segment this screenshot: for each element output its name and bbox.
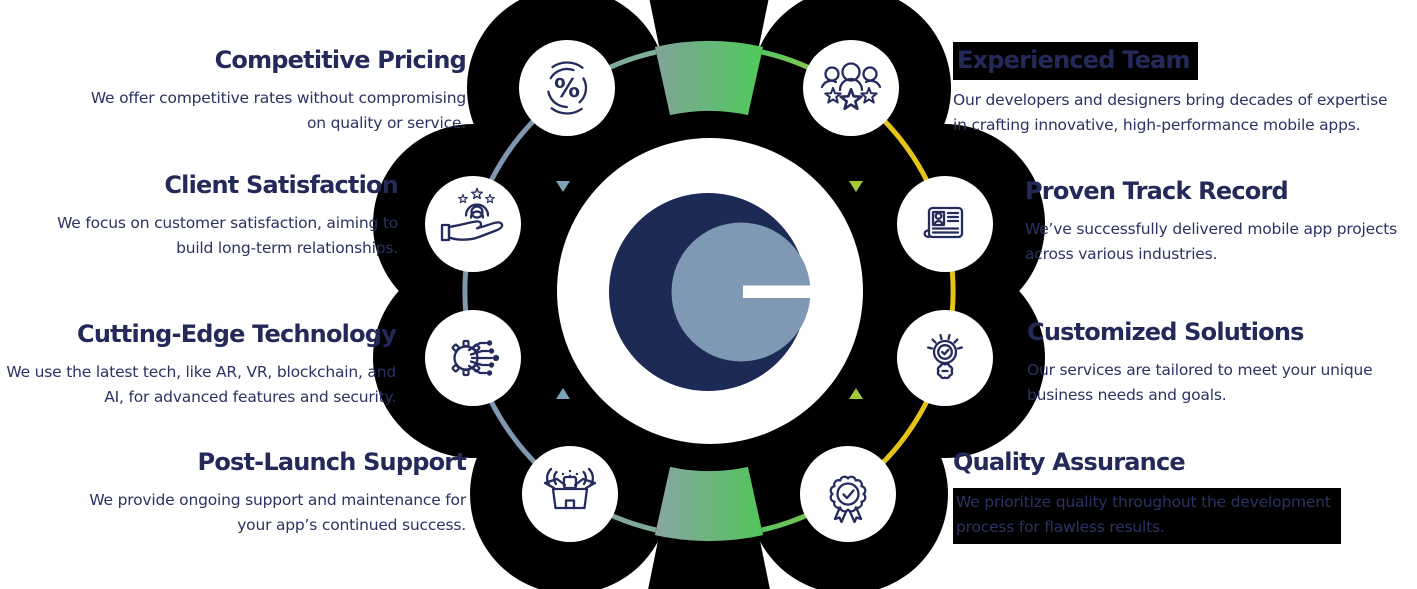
feature-title: Competitive Pricing	[214, 46, 467, 74]
gear-circuit-icon	[451, 339, 500, 377]
feature-desc-line: in crafting innovative, high-performance…	[953, 115, 1361, 134]
feature-desc-line: AI, for advanced features and security.	[104, 387, 396, 406]
feature-title: Customized Solutions	[1027, 318, 1304, 346]
feature-desc-line: We use the latest tech, like AR, VR, blo…	[6, 363, 396, 381]
feature-title: Post-Launch Support	[197, 448, 467, 476]
crescent-gauge-logo	[557, 138, 863, 444]
ring-band-top	[654, 40, 764, 116]
team-stars-icon	[820, 62, 882, 111]
feature-title: Client Satisfaction	[164, 171, 398, 199]
feature-desc-line: across various industries.	[1025, 244, 1218, 263]
feature-desc-line: We provide ongoing support and maintenan…	[89, 491, 466, 509]
award-badge-icon	[829, 475, 867, 524]
bulb-gear-icon	[926, 333, 964, 380]
feature-desc-line: build long-term relationships.	[176, 238, 398, 257]
launch-box-icon	[543, 467, 597, 510]
feature-desc-line: process for flawless results.	[956, 517, 1165, 536]
decor-triangles	[556, 181, 863, 399]
feature-desc-line: Our developers and designers bring decad…	[953, 91, 1388, 109]
feature-desc-line: your app’s continued success.	[237, 515, 466, 534]
feature-proven-track-record: Proven Track Record We’ve successfully d…	[1025, 173, 1417, 266]
feature-desc-line: We prioritize quality throughout the dev…	[956, 493, 1331, 511]
percent-target-icon: %	[540, 61, 594, 115]
scroll-profile-icon	[923, 206, 964, 239]
feature-competitive-pricing: Competitive Pricing We offer competitive…	[0, 42, 467, 135]
feature-customized-solutions: Customized Solutions Our services are ta…	[1027, 314, 1417, 407]
feature-experienced-team: Experienced Team Our developers and desi…	[953, 42, 1417, 137]
feature-client-satisfaction: Client Satisfaction We focus on customer…	[0, 167, 399, 260]
triangle-down-lime	[849, 181, 863, 192]
feature-desc-line: on quality or service.	[306, 113, 466, 132]
feature-desc-line: Our services are tailored to meet your u…	[1027, 361, 1373, 379]
svg-text:%: %	[554, 74, 580, 104]
ring-band-bottom	[654, 466, 764, 542]
feature-post-launch-support: Post-Launch Support We provide ongoing s…	[0, 444, 466, 537]
feature-title: Quality Assurance	[953, 448, 1186, 476]
feature-desc-line: We’ve successfully delivered mobile app …	[1025, 220, 1398, 238]
feature-cutting-edge-technology: Cutting-Edge Technology We use the lates…	[0, 316, 396, 409]
hand-customer-stars-icon	[440, 187, 504, 242]
feature-desc-line: We offer competitive rates without compr…	[90, 89, 466, 107]
feature-desc-line: business needs and goals.	[1027, 385, 1227, 404]
feature-desc-line: We focus on customer satisfaction, aimin…	[57, 214, 398, 232]
feature-quality-assurance: Quality Assurance We prioritize quality …	[953, 444, 1417, 544]
triangle-up-lime	[849, 388, 863, 399]
feature-title: Proven Track Record	[1025, 177, 1289, 205]
feature-title: Cutting-Edge Technology	[77, 320, 397, 348]
feature-title: Experienced Team	[953, 42, 1198, 80]
triangle-up-steel	[556, 388, 570, 399]
triangle-down-steel	[556, 181, 570, 192]
